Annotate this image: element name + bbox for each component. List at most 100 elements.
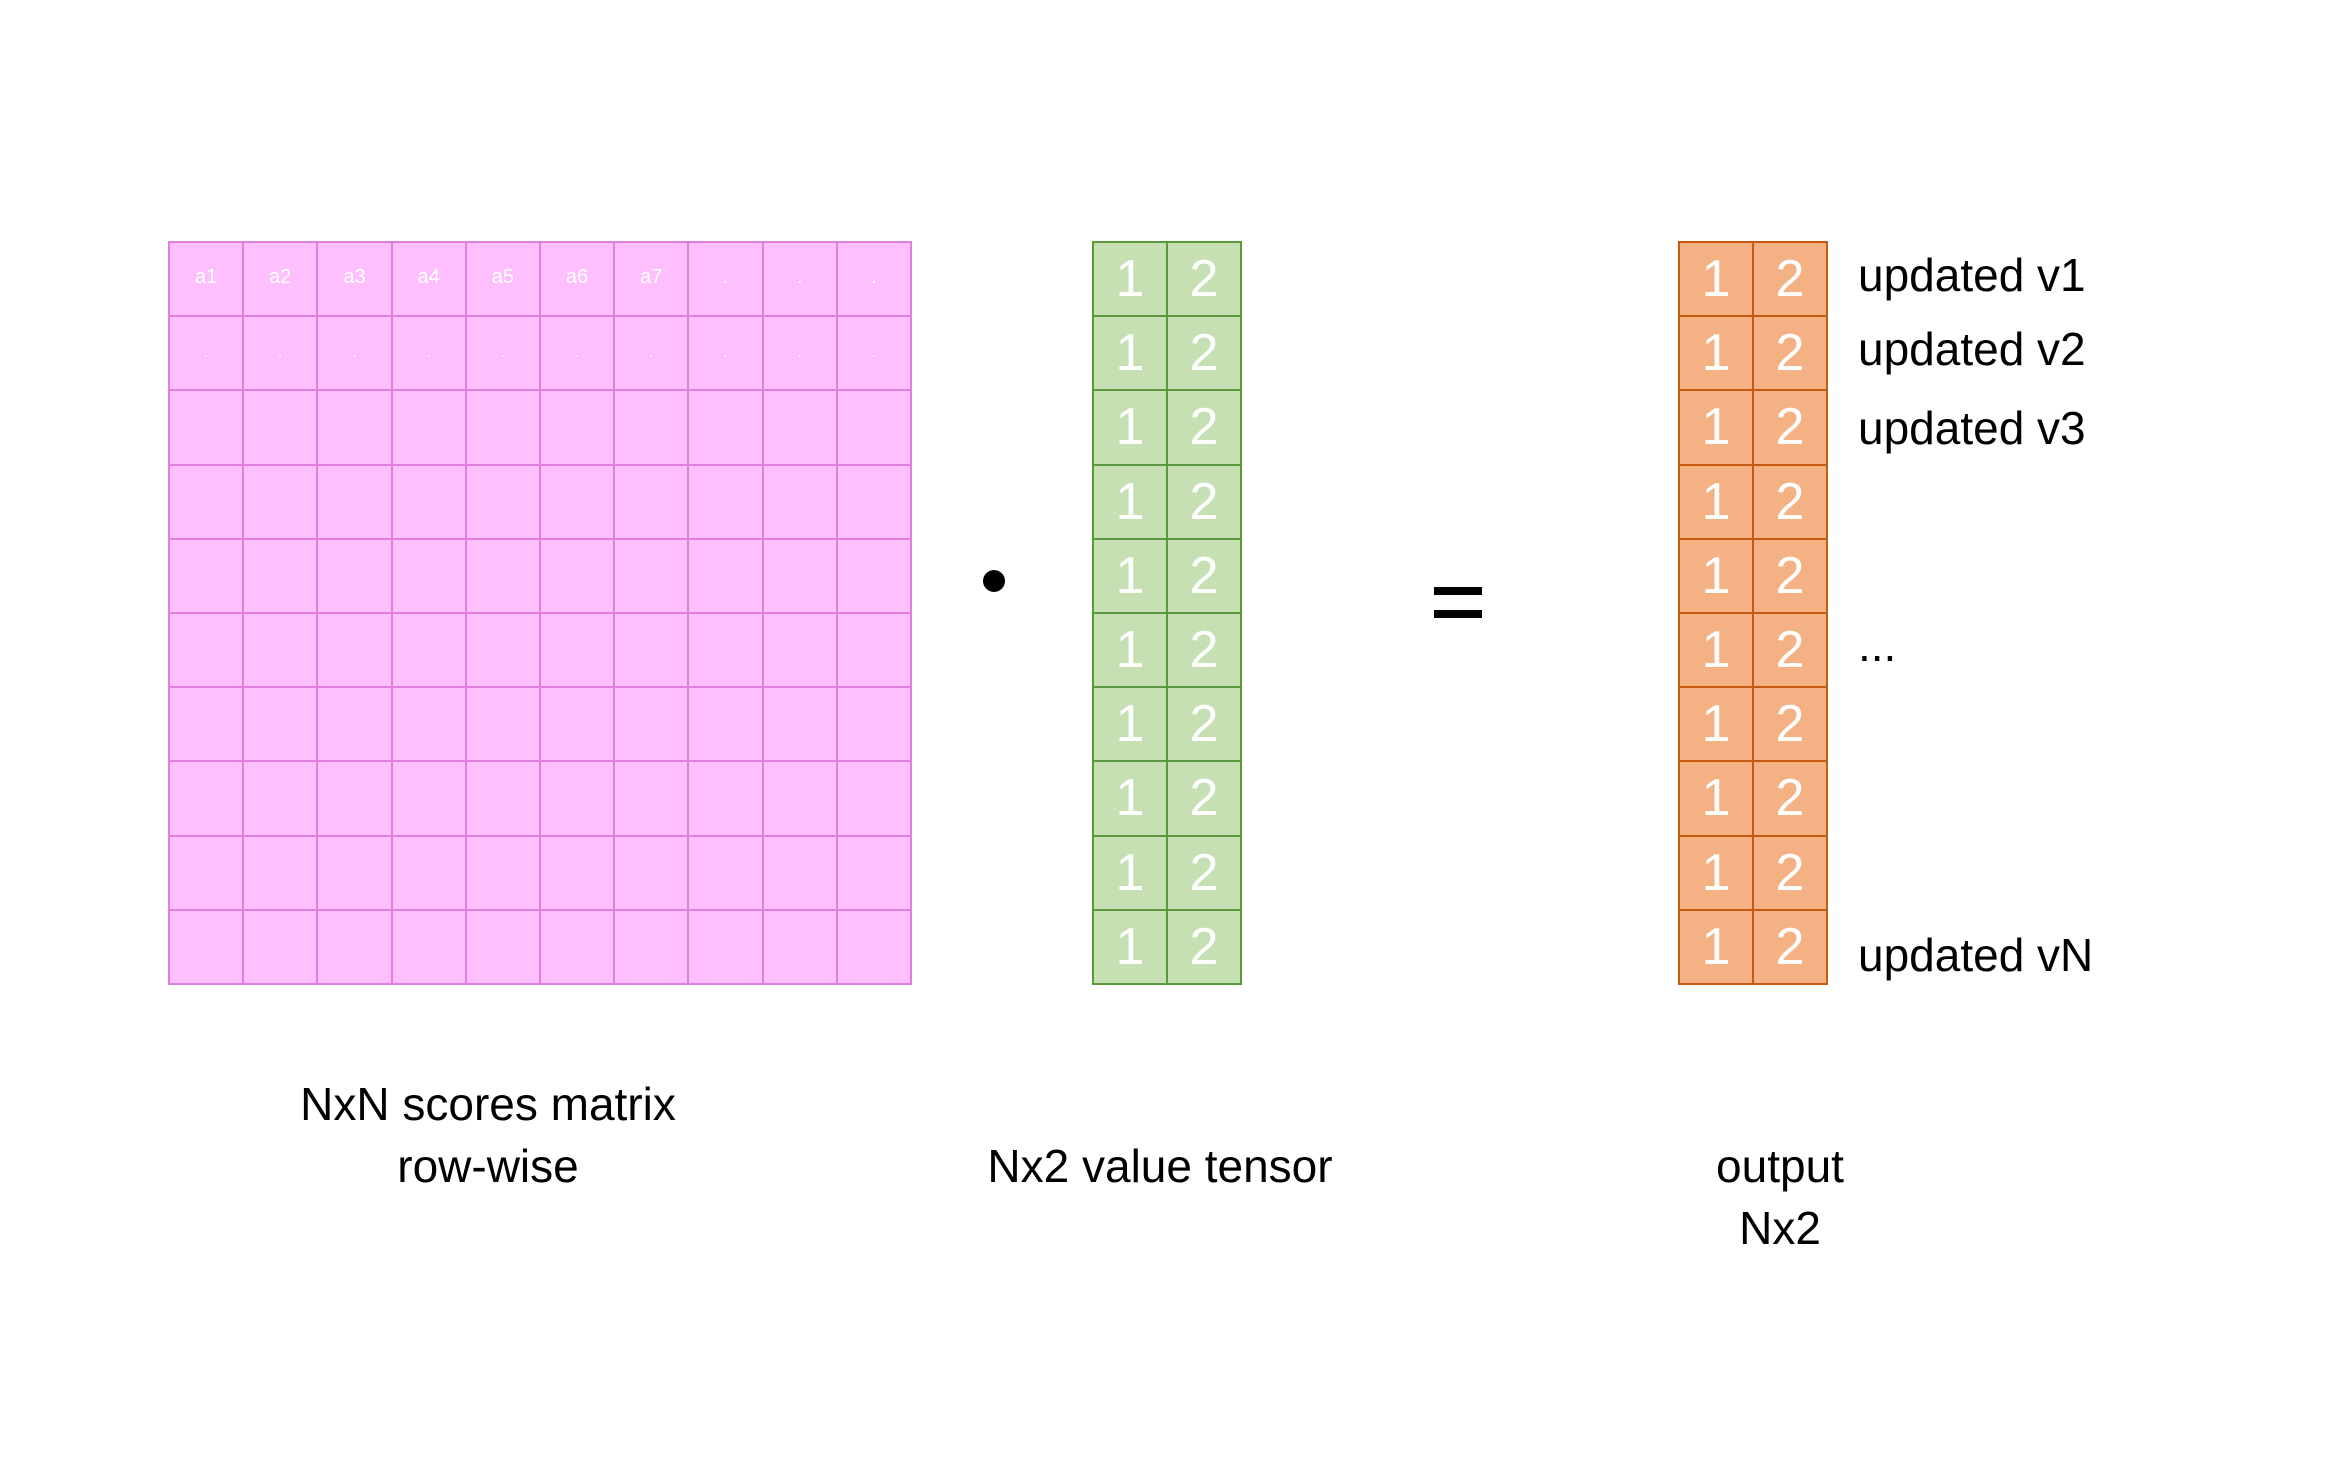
score-cell	[170, 391, 245, 466]
value-cell: 2	[1168, 613, 1242, 689]
score-cell	[244, 688, 319, 763]
score-cell	[392, 613, 467, 689]
score-cell	[466, 539, 541, 614]
score-cell	[689, 613, 764, 689]
score-cell	[466, 688, 541, 763]
output-cell: 2	[1754, 317, 1828, 392]
score-cell	[763, 762, 838, 837]
score-cell	[540, 762, 616, 837]
score-cell	[763, 539, 838, 614]
score-cell	[466, 836, 541, 911]
score-cell	[466, 465, 541, 540]
score-cell	[392, 391, 467, 466]
equals-operator	[1434, 587, 1482, 618]
score-cell: a1	[170, 243, 245, 318]
score-cell: .	[540, 317, 616, 392]
score-cell	[318, 391, 393, 466]
equals-bottom-bar	[1434, 610, 1482, 618]
score-cell: a5	[466, 243, 541, 318]
score-cell: .	[689, 243, 764, 318]
score-cell: .	[837, 317, 912, 392]
score-cell	[689, 836, 764, 911]
score-cell	[837, 836, 912, 911]
score-cell: .	[466, 317, 541, 392]
score-cell	[466, 910, 541, 985]
score-cell	[837, 391, 912, 466]
output-cell: 1	[1680, 243, 1754, 318]
score-cell	[244, 613, 319, 689]
score-cell	[170, 836, 245, 911]
output-cell: 2	[1754, 465, 1828, 540]
output-cell: 2	[1754, 243, 1828, 318]
score-cell: .	[318, 317, 393, 392]
score-cell	[170, 762, 245, 837]
output-cell: 1	[1680, 317, 1754, 392]
score-cell	[540, 613, 616, 689]
score-cell	[244, 762, 319, 837]
score-cell	[763, 910, 838, 985]
score-cell	[392, 539, 467, 614]
score-cell: a4	[392, 243, 467, 318]
row-label-v3: updated v3	[1858, 402, 2086, 454]
score-cell	[466, 391, 541, 466]
score-cell	[615, 613, 690, 689]
output-caption-line1: output	[1716, 1140, 1844, 1192]
score-cell	[318, 688, 393, 763]
score-cell	[615, 539, 690, 614]
score-cell	[244, 539, 319, 614]
score-cell: .	[689, 317, 764, 392]
value-cell: 2	[1168, 910, 1242, 985]
value-cell: 2	[1168, 762, 1242, 837]
output-cell: 1	[1680, 539, 1754, 614]
value-cell: 1	[1094, 762, 1168, 837]
output-cell: 1	[1680, 762, 1754, 837]
score-cell	[837, 762, 912, 837]
output-cell: 2	[1754, 910, 1828, 985]
score-cell	[244, 836, 319, 911]
output-cell: 2	[1754, 613, 1828, 689]
score-cell: a3	[318, 243, 393, 318]
score-cell	[170, 465, 245, 540]
score-cell	[318, 762, 393, 837]
score-cell	[837, 539, 912, 614]
value-cell: 1	[1094, 910, 1168, 985]
dot-operator	[983, 570, 1005, 592]
output-cell: 1	[1680, 910, 1754, 985]
score-cell	[837, 910, 912, 985]
score-cell	[763, 391, 838, 466]
value-cell: 2	[1168, 243, 1242, 318]
output-cell: 2	[1754, 762, 1828, 837]
output-cell: 1	[1680, 465, 1754, 540]
output-cell: 2	[1754, 836, 1828, 911]
score-cell	[540, 688, 616, 763]
score-cell	[689, 539, 764, 614]
score-cell	[540, 391, 616, 466]
equals-top-bar	[1434, 587, 1482, 595]
score-cell	[392, 465, 467, 540]
score-cell	[244, 391, 319, 466]
score-cell: a2	[244, 243, 319, 318]
output-cell: 2	[1754, 539, 1828, 614]
output-cell: 1	[1680, 613, 1754, 689]
score-cell	[392, 762, 467, 837]
score-cell	[244, 910, 319, 985]
value-cell: 1	[1094, 465, 1168, 540]
score-cell	[392, 910, 467, 985]
value-cell: 2	[1168, 317, 1242, 392]
score-cell	[615, 391, 690, 466]
score-cell	[540, 836, 616, 911]
value-cell: 2	[1168, 688, 1242, 763]
output-cell: 2	[1754, 688, 1828, 763]
score-cell	[540, 539, 616, 614]
score-cell: .	[244, 317, 319, 392]
score-cell	[540, 465, 616, 540]
score-cell	[466, 762, 541, 837]
score-cell	[837, 613, 912, 689]
score-cell	[689, 688, 764, 763]
score-cell	[689, 910, 764, 985]
score-cell	[763, 465, 838, 540]
value-cell: 1	[1094, 836, 1168, 911]
value-cell: 1	[1094, 688, 1168, 763]
